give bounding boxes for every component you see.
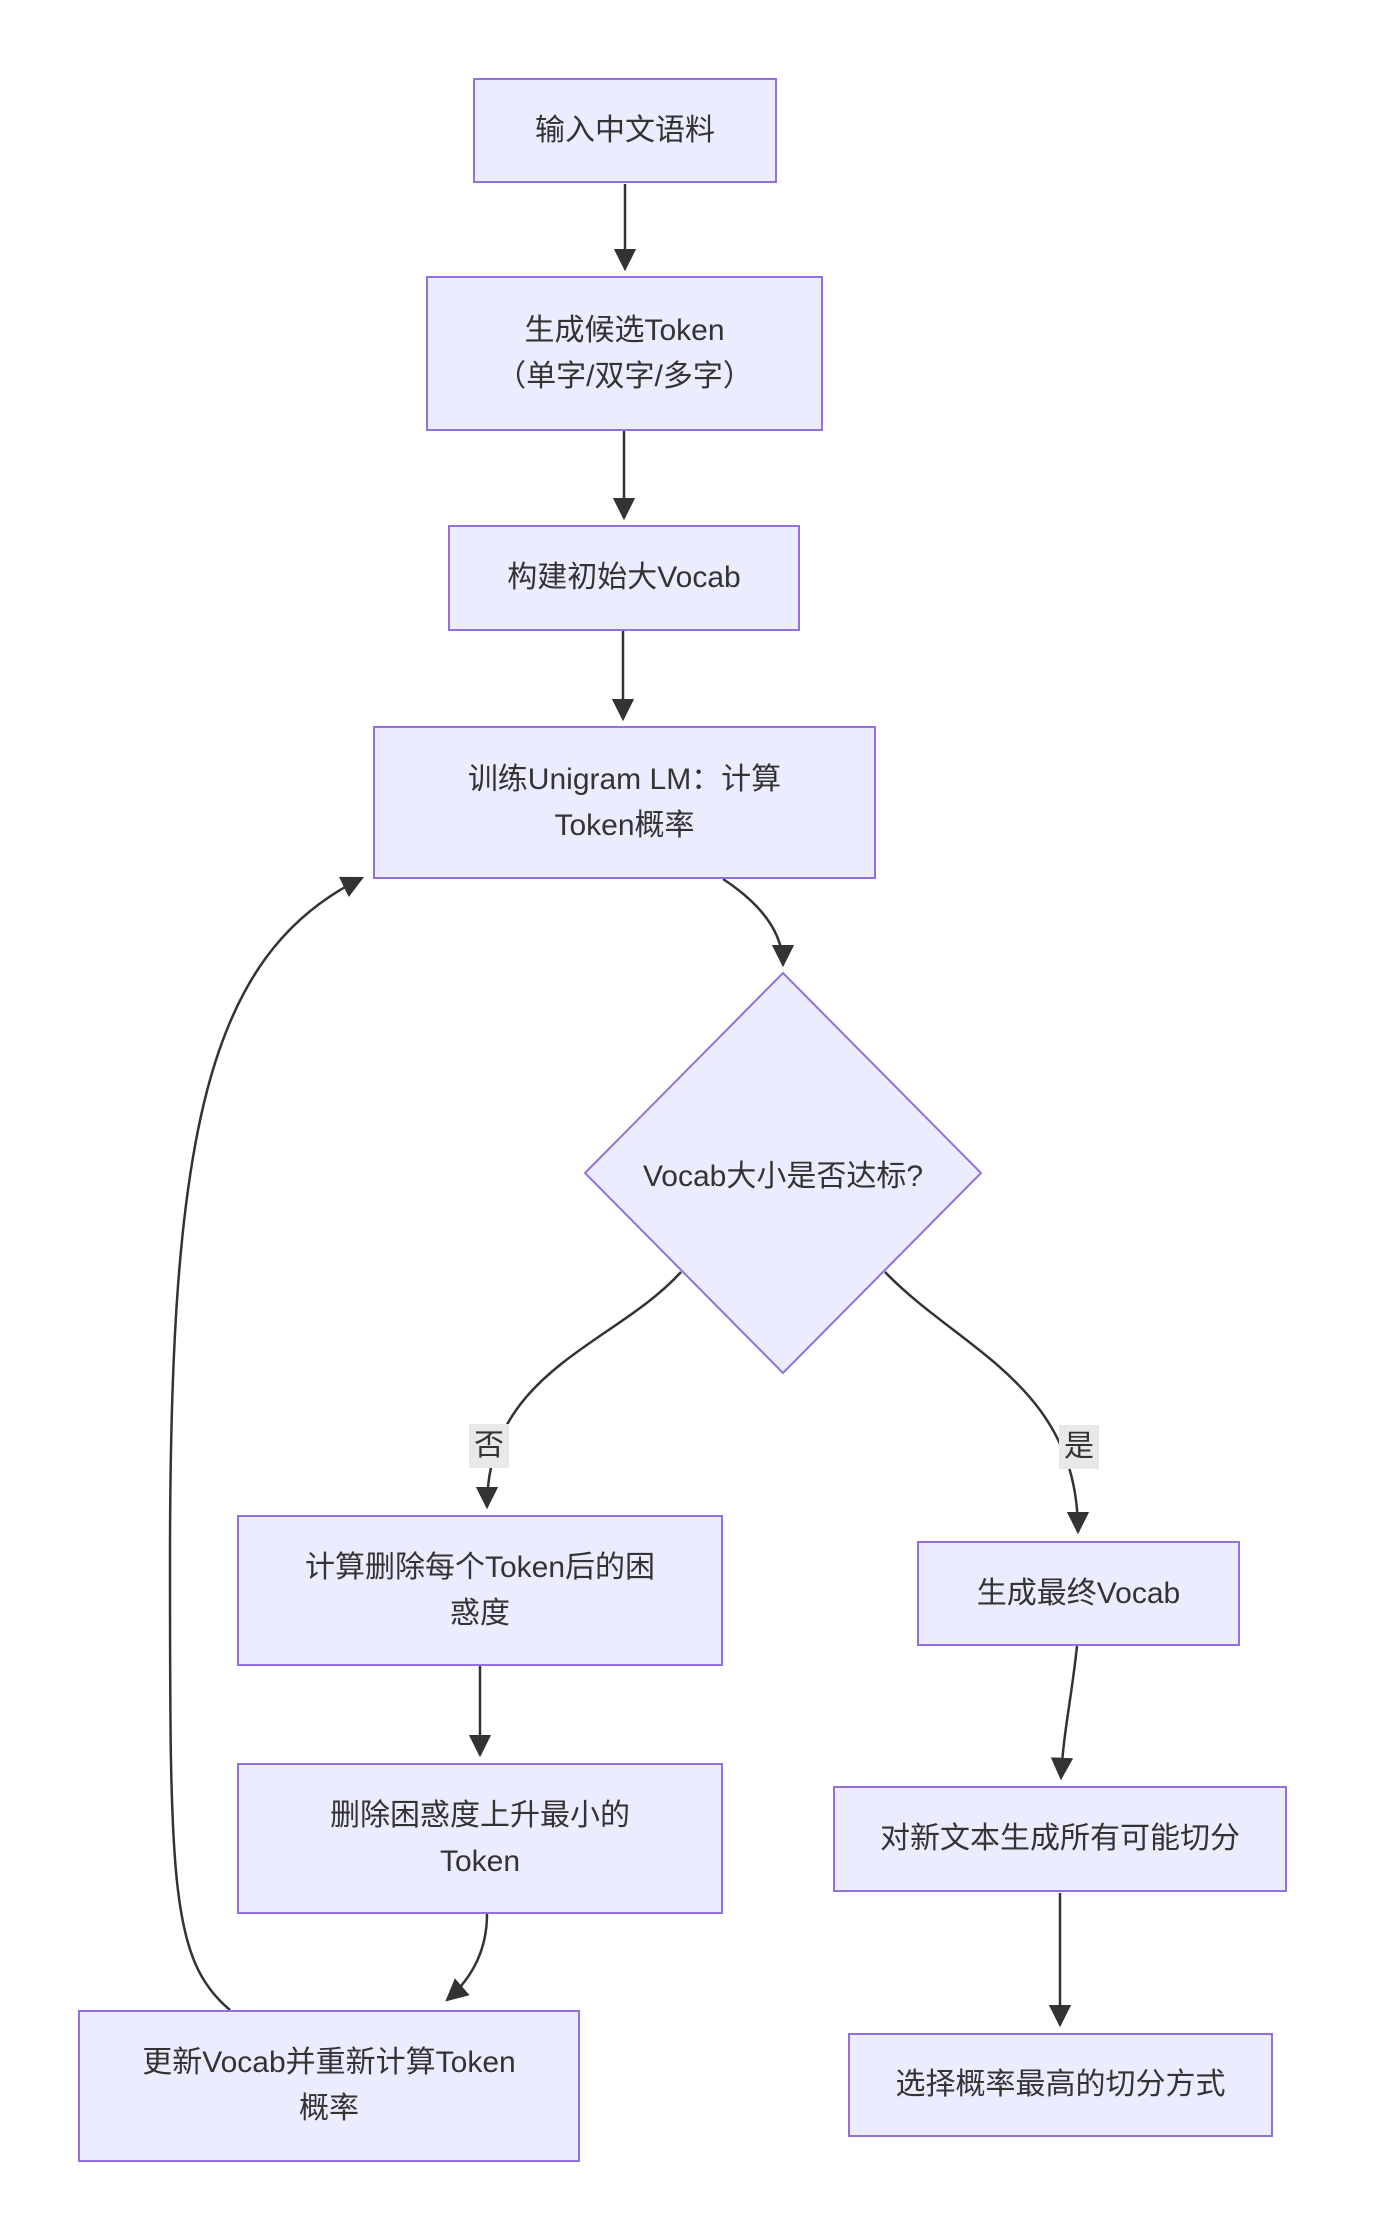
node-build-vocab: 构建初始大Vocab: [448, 525, 800, 631]
node-calc-perplexity: 计算删除每个Token后的困 惑度: [237, 1515, 723, 1666]
node-train-lm: 训练Unigram LM：计算 Token概率: [373, 726, 876, 879]
node-pick-best: 选择概率最高的切分方式: [848, 2033, 1273, 2137]
node-size-check-shape: [583, 971, 983, 1375]
node-input-corpus: 输入中文语料: [473, 78, 777, 183]
node-update-vocab: 更新Vocab并重新计算Token 概率: [78, 2010, 580, 2162]
edge-label-yes: 是: [1059, 1425, 1099, 1469]
edge-final-vocab-to-segmentations: [1050, 1645, 1079, 1781]
edge-remove-to-update: [445, 1913, 489, 2002]
edge-train-to-size-check: [722, 877, 795, 968]
node-gen-candidates: 生成候选Token （单字/双字/多字）: [426, 276, 823, 431]
edge-size-check-yes: [884, 1271, 1090, 1535]
edge-label-no: 否: [469, 1424, 509, 1468]
node-gen-segmentations: 对新文本生成所有可能切分: [833, 1786, 1287, 1892]
node-size-check-label: Vocab大小是否达标?: [642, 1160, 924, 1193]
node-remove-token: 删除困惑度上升最小的 Token: [237, 1763, 723, 1914]
edge-update-loop-to-train: [168, 876, 365, 2011]
node-final-vocab: 生成最终Vocab: [917, 1541, 1240, 1646]
